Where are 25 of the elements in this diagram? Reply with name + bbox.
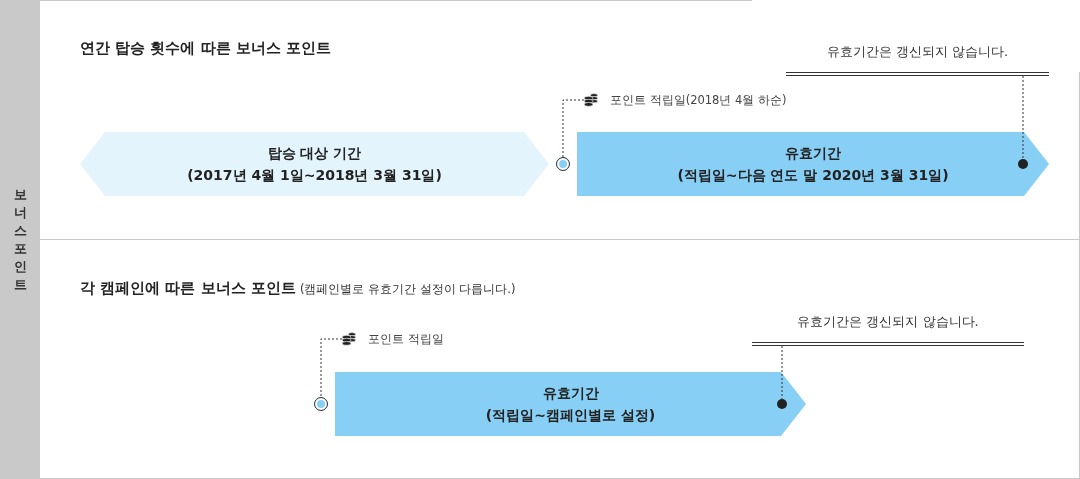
end-dot-marker: [1018, 159, 1028, 169]
leader-line: [781, 345, 783, 400]
start-circle-marker: [314, 397, 328, 411]
end-dot-marker: [777, 399, 787, 409]
section-heading: 연간 탑승 횟수에 따른 보너스 포인트: [80, 39, 332, 57]
note-with-double-underline: 유효기간은 갱신되지 않습니다.: [752, 313, 1024, 346]
band-period: (적립일~다음 연도 말 2020년 3월 31일): [677, 166, 949, 185]
sidebar-label: 보너스 포인트: [13, 185, 27, 294]
sidebar-band: [0, 0, 40, 479]
section-note: (캠페인별로 유효기간 설정이 다릅니다.): [299, 282, 516, 296]
leader-line: [562, 99, 585, 158]
band-title: 유효기간: [542, 384, 599, 403]
section-panel: [40, 0, 1080, 240]
band-title: 유효기간: [785, 144, 841, 163]
band-title: 탑승 대상 기간: [267, 144, 362, 163]
point-date-label: 포인트 적립일(2018년 4월 하순): [610, 92, 787, 108]
band-period: (2017년 4월 1일~2018년 3월 31일): [187, 166, 442, 185]
start-circle-marker: [556, 157, 570, 171]
leader-line: [1022, 75, 1024, 160]
point-date-label: 포인트 적립일: [368, 331, 444, 347]
band-period: (적립일~캠페인별로 설정): [485, 406, 656, 425]
section-heading: 각 캠페인에 따른 보너스 포인트: [80, 279, 296, 297]
note-with-double-underline: 유효기간은 갱신되지 않습니다.: [786, 43, 1049, 76]
section-panel: [40, 240, 1080, 479]
leader-line: [320, 338, 343, 398]
